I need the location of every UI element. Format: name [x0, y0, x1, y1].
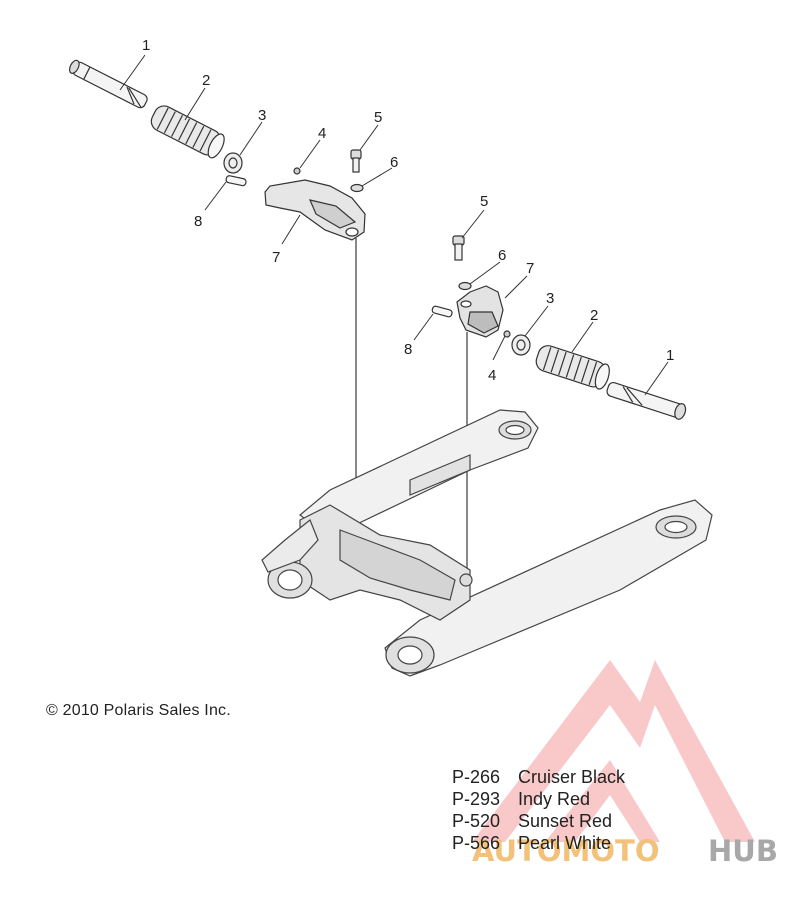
- watermark-logo: [472, 660, 755, 842]
- callout-2-lower: 2: [590, 307, 598, 324]
- callout-5-lower: 5: [480, 193, 488, 210]
- color-code-row: P-293 Indy Red: [452, 788, 625, 810]
- callout-3-lower: 3: [546, 290, 554, 307]
- callout-4-lower: 4: [488, 367, 496, 384]
- callout-5-upper: 5: [374, 109, 382, 126]
- callout-numbers: 1 2 3 4 5 6 7 8 5 6 7 3 2 1 8 4: [142, 37, 674, 384]
- callout-8-lower: 8: [404, 341, 412, 358]
- bolt-upper: [350, 149, 362, 173]
- alignment-lines: [355, 238, 468, 580]
- color-code: P-520: [452, 811, 501, 831]
- swingarm: [261, 409, 713, 677]
- color-name: Sunset Red: [518, 811, 613, 831]
- color-code: P-266: [452, 767, 501, 787]
- color-code: P-566: [452, 833, 501, 853]
- callout-7-upper: 7: [272, 249, 280, 266]
- callout-2-upper: 2: [202, 72, 210, 89]
- callout-1-upper: 1: [142, 37, 150, 54]
- pin-upper: [225, 175, 247, 187]
- washer-upper: [223, 152, 243, 174]
- color-code-list: P-266 Cruiser Black P-293 Indy Red P-520 Su…: [452, 766, 625, 854]
- callout-7-lower: 7: [526, 260, 534, 277]
- watermark-part1: AUTOMOTO: [472, 834, 659, 868]
- footpeg-rubber-upper: [150, 105, 225, 159]
- lower-footpeg-assembly: [431, 235, 687, 420]
- color-code: P-293: [452, 789, 501, 809]
- watermark-part2: HUB: [708, 834, 778, 868]
- callout-8-upper: 8: [194, 213, 202, 230]
- color-name: Indy Red: [518, 789, 591, 809]
- color-name: Pearl White: [518, 833, 612, 853]
- callout-6-lower: 6: [498, 247, 506, 264]
- footpeg-shaft-upper: [68, 59, 148, 109]
- callout-1-lower: 1: [666, 347, 674, 364]
- small-washer-upper: [350, 183, 364, 193]
- callout-6-upper: 6: [390, 154, 398, 171]
- callout-leaders: [119, 54, 669, 396]
- watermark-text: AUTOMOTO HUB: [472, 834, 778, 868]
- callout-4-upper: 4: [318, 125, 326, 142]
- upper-footpeg-assembly: [68, 59, 366, 241]
- callout-3-upper: 3: [258, 107, 266, 124]
- copyright-notice: © 2010 Polaris Sales Inc.: [46, 702, 231, 719]
- ball-upper: [293, 167, 301, 175]
- color-code-row: P-566 Pearl White: [452, 832, 625, 854]
- color-code-row: P-266 Cruiser Black: [452, 766, 625, 788]
- color-code-row: P-520 Sunset Red: [452, 810, 625, 832]
- color-name: Cruiser Black: [518, 767, 626, 787]
